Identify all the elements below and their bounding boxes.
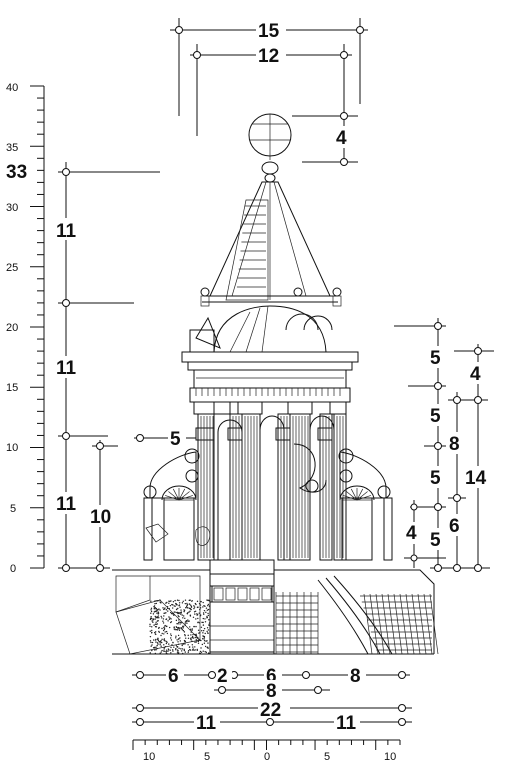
dim-bottom-2: 2 xyxy=(217,666,228,687)
hscale-label-10-left: 10 xyxy=(143,751,155,763)
dim-left-top-11: 11 xyxy=(56,221,77,242)
hscale-label-5-left: 5 xyxy=(204,751,210,763)
vscale-label-40: 40 xyxy=(6,82,18,94)
vscale-label-5: 5 xyxy=(10,503,16,515)
horizontal-scale: 10 5 0 5 10 xyxy=(132,739,401,763)
dim-bottom-6b: 6 xyxy=(266,666,277,687)
dim-side-5: 5 xyxy=(170,429,181,450)
lantern-illustration xyxy=(112,113,439,655)
dim-top-outer-15: 15 xyxy=(258,21,280,42)
vscale-label-0: 0 xyxy=(10,563,16,575)
dim-bottom-6a: 6 xyxy=(168,666,179,687)
hscale-label-10-right: 10 xyxy=(384,751,396,763)
dim-left-bottom-11: 11 xyxy=(56,494,77,515)
dim-right-8: 8 xyxy=(449,434,460,455)
right-dimensions: 5 5 5 5 4 8 6 4 14 xyxy=(394,318,494,572)
dim-right-6: 6 xyxy=(449,516,460,537)
left-dimensions: 11 11 11 10 xyxy=(54,162,160,572)
dim-right-4-lower: 4 xyxy=(406,523,417,544)
dim-bottom-8a: 8 xyxy=(350,666,361,687)
vscale-marker-33: 33 xyxy=(6,162,27,183)
hscale-label-0: 0 xyxy=(264,751,270,763)
dim-right-5c: 5 xyxy=(430,468,441,489)
hscale-label-5-right: 5 xyxy=(324,751,330,763)
dim-bottom-22: 22 xyxy=(260,700,281,721)
dim-right-4-upper: 4 xyxy=(470,364,481,385)
dim-right-5d: 5 xyxy=(430,530,441,551)
dim-right-14: 14 xyxy=(465,468,487,489)
vscale-label-15: 15 xyxy=(6,382,18,394)
dim-left-middle-11: 11 xyxy=(56,358,77,379)
bottom-dimensions: 6 2 6 8 8 22 11 11 xyxy=(132,664,412,734)
vscale-label-35: 35 xyxy=(6,142,18,154)
dim-bottom-11-left: 11 xyxy=(196,713,217,734)
dim-top-finial-4: 4 xyxy=(336,128,347,149)
vertical-scale: 0 5 10 15 20 25 30 35 40 33 xyxy=(6,82,45,575)
dim-bottom-11-right: 11 xyxy=(336,713,357,734)
vscale-label-10: 10 xyxy=(6,442,18,454)
vscale-label-25: 25 xyxy=(6,262,18,274)
vscale-label-30: 30 xyxy=(6,202,18,214)
dim-right-5b: 5 xyxy=(430,406,441,427)
top-dimensions: 15 12 4 xyxy=(170,18,368,166)
vscale-label-20: 20 xyxy=(6,322,18,334)
dim-right-5a: 5 xyxy=(430,348,441,369)
side-dimension: 5 xyxy=(134,428,196,450)
dim-bottom-8b: 8 xyxy=(266,681,277,702)
dim-top-inner-12: 12 xyxy=(258,46,279,67)
dim-left-base-10: 10 xyxy=(90,507,111,528)
